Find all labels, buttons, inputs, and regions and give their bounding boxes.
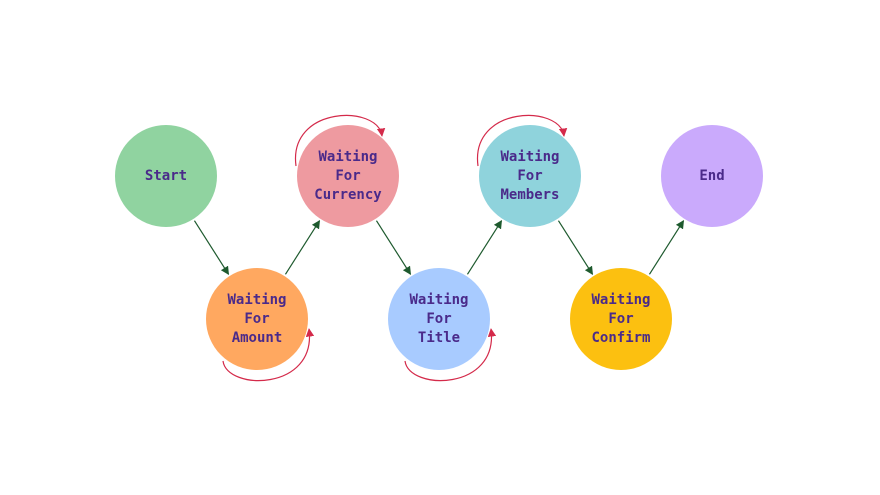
- state-label-currency-line-2: For: [335, 168, 360, 184]
- self-loop-arrow-amount: [222, 328, 315, 382]
- state-label-members-line-1: Waiting: [500, 149, 559, 165]
- state-label-confirm-line-2: For: [608, 311, 633, 327]
- state-label-currency-line-1: Waiting: [318, 149, 377, 165]
- state-circle-amount: [206, 268, 308, 370]
- state-circle-confirm: [570, 268, 672, 370]
- self-loop-arrow-members: [477, 114, 568, 167]
- state-circle-start: [115, 125, 217, 227]
- state-label-confirm-line-1: Waiting: [591, 292, 650, 308]
- state-label-members-line-3: Members: [500, 187, 559, 203]
- state-label-amount-line-2: For: [244, 311, 269, 327]
- state-node-start: Start: [115, 125, 217, 227]
- transition-arrow-currency-to-title: [375, 220, 412, 275]
- self-loop-arrow-title: [404, 328, 497, 382]
- state-circle-title: [388, 268, 490, 370]
- self-loop-arrow-currency: [295, 114, 386, 167]
- state-circle-end: [661, 125, 763, 227]
- transition-arrow-members-to-confirm: [557, 220, 594, 275]
- transition-arrow-start-to-amount: [193, 220, 230, 275]
- state-label-title-line-3: Title: [418, 330, 460, 346]
- transitions-layer: [193, 220, 685, 275]
- state-label-end-line-1: End: [699, 168, 724, 184]
- state-label-title-line-1: Waiting: [409, 292, 468, 308]
- state-label-title-line-2: For: [426, 311, 451, 327]
- transition-arrow-confirm-to-end: [648, 220, 685, 275]
- state-label-amount-line-3: Amount: [232, 330, 283, 346]
- state-label-members-line-2: For: [517, 168, 542, 184]
- state-circle-members: [479, 125, 581, 227]
- state-node-end: End: [661, 125, 763, 227]
- state-label-currency-line-3: Currency: [314, 187, 382, 203]
- state-label-amount-line-1: Waiting: [227, 292, 286, 308]
- state-label-confirm-line-3: Confirm: [591, 330, 650, 346]
- state-label-start-line-1: Start: [145, 168, 187, 184]
- states-layer: StartWaitingForAmountWaitingForCurrencyW…: [115, 125, 763, 370]
- state-circle-currency: [297, 125, 399, 227]
- self-loops-layer: [222, 114, 568, 382]
- transition-arrow-amount-to-currency: [284, 220, 321, 275]
- transition-arrow-title-to-members: [466, 220, 503, 275]
